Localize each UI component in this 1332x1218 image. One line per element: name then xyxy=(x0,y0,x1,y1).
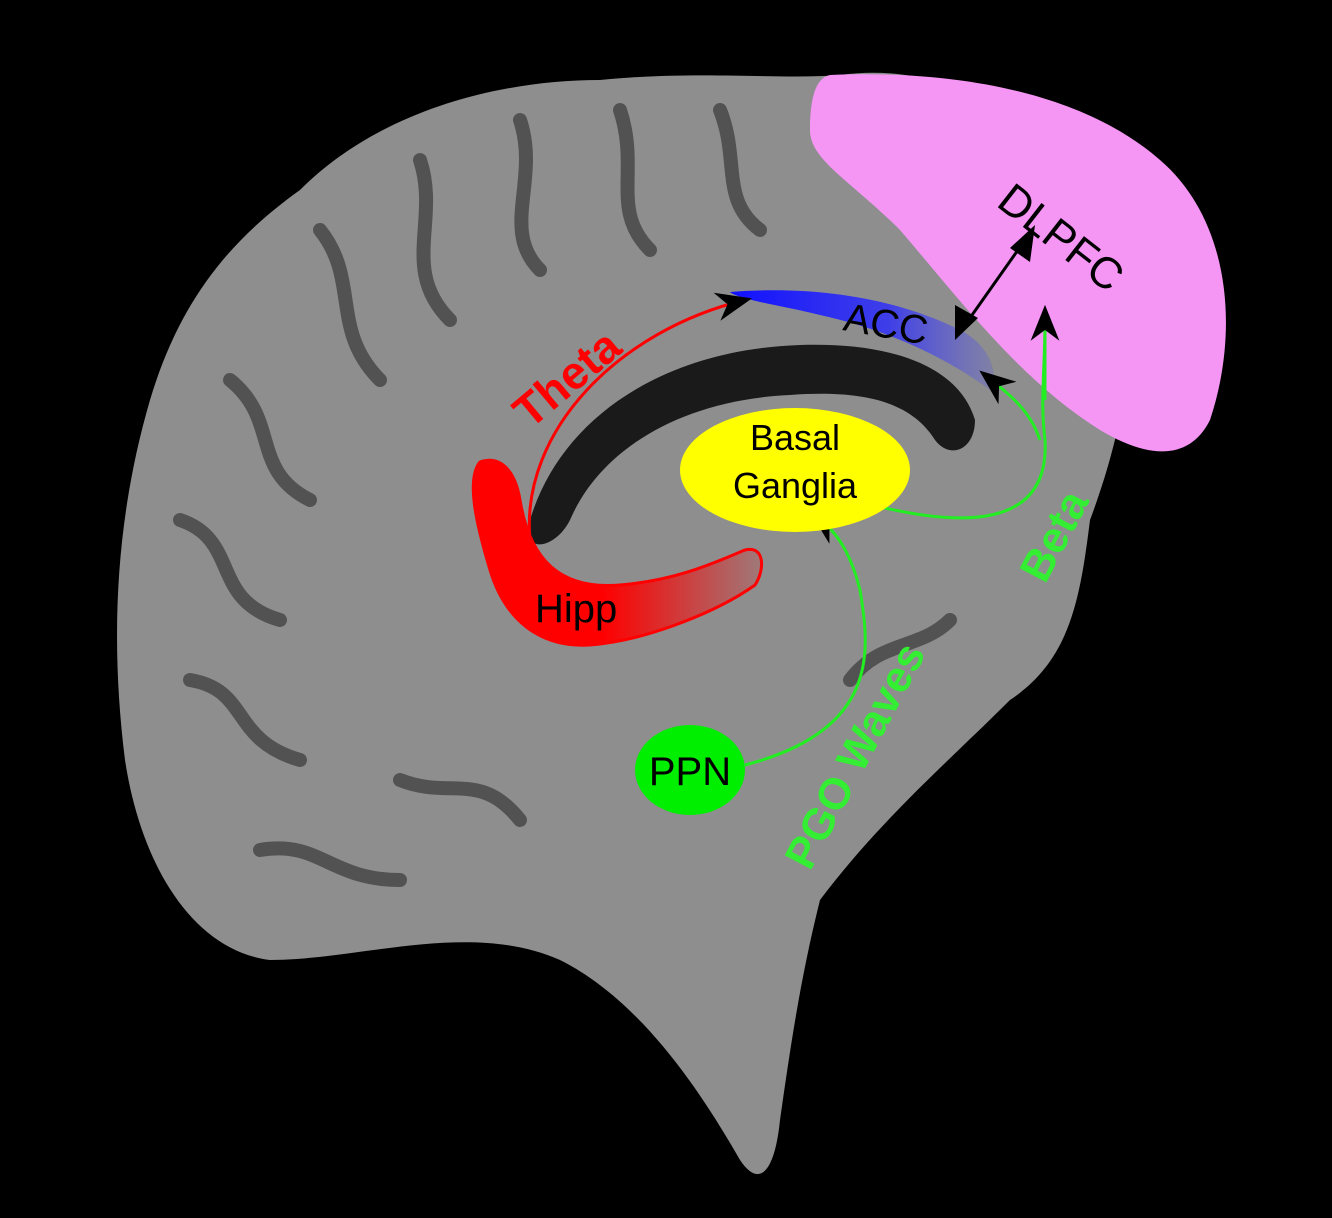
ppn-region xyxy=(635,725,745,815)
theta-pathway xyxy=(527,292,753,541)
acc-dlpfc-bidirectional-arrow xyxy=(955,225,1035,340)
corpus-callosum xyxy=(528,344,975,545)
basal-ganglia-region xyxy=(680,408,910,532)
basal-ganglia-label-line1: Basal xyxy=(750,417,840,458)
beta-to-acc-arrow xyxy=(979,370,1042,441)
hippocampus-region xyxy=(471,458,764,647)
hipp-label: Hipp xyxy=(535,587,617,631)
basal-ganglia-label-line2: Ganglia xyxy=(733,465,858,506)
dlpfc-region xyxy=(810,74,1226,452)
ppn-label: PPN xyxy=(649,750,731,794)
cortical-folds xyxy=(173,103,957,887)
pgo-pathway xyxy=(744,510,867,767)
acc-region xyxy=(730,290,994,390)
